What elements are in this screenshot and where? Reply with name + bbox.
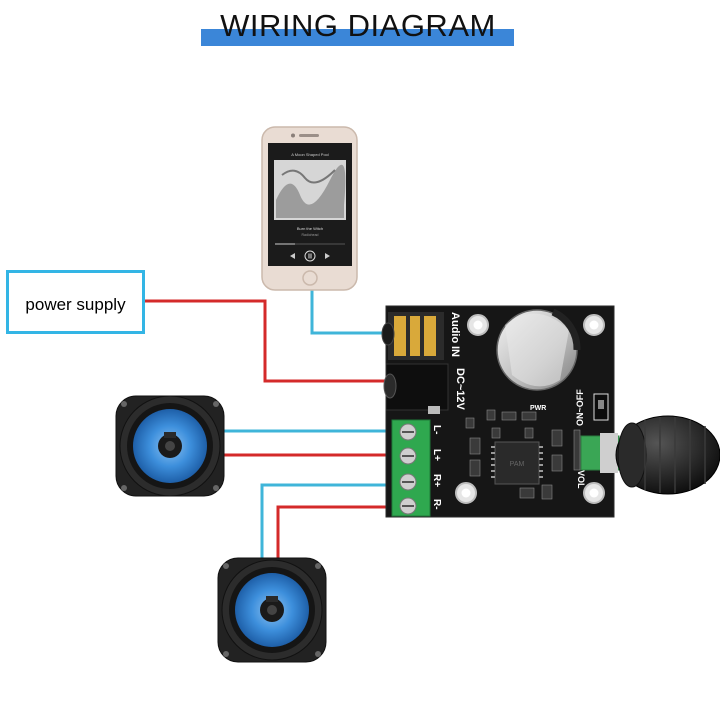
label-l-minus: L- [431,425,442,434]
wire-speaker2-red [276,505,400,565]
phone-track-artist: Radiohead [302,233,319,237]
label-audio: Audio [449,312,461,343]
volume-potentiometer [580,415,720,495]
diagram-title: WIRING DIAGRAM [220,8,496,43]
amplifier-board: PAM [381,305,720,518]
power-supply-box: power supply [6,270,145,334]
smd-components [465,409,581,500]
label-vol: VOL [576,470,586,489]
smartphone: A Moon Shaped Pool Burn the Witch Radioh… [261,126,358,291]
album-art-pattern [276,164,346,218]
speaker-terminal-block [391,419,431,517]
phone-speaker-slot [299,134,319,137]
label-r-plus: R+ [431,474,442,487]
wires [145,290,400,565]
wire-audio-blue [310,290,388,335]
audio-jack [381,312,444,360]
phone-prev-icon [290,253,295,259]
speaker-right [217,557,327,663]
phone-next-icon [325,253,330,259]
wire-speaker2-blue [260,483,400,565]
phone-home-button [302,270,318,286]
power-supply-label: power supply [25,295,126,314]
capacitor [496,308,581,391]
label-in: IN [449,346,461,357]
title-underline-bar [201,29,514,46]
dc-jack [383,363,449,414]
label-l-plus: L+ [431,449,442,461]
speaker-left [115,395,225,497]
label-r-minus: R- [431,499,442,510]
label-dc: DC~12V [454,368,466,411]
label-pwr: PWR [530,405,546,412]
phone-track-title: Burn the Witch [297,226,323,231]
chip-label: PAM [510,461,525,468]
label-on-off: ON~OFF [575,389,585,426]
phone-play-button [304,250,316,262]
phone-screen-title: A Moon Shaped Pool [291,152,329,157]
amplifier-chip: PAM [491,441,543,485]
on-off-switch [593,393,609,421]
wire-power-red [145,299,390,383]
phone-camera [291,133,295,138]
